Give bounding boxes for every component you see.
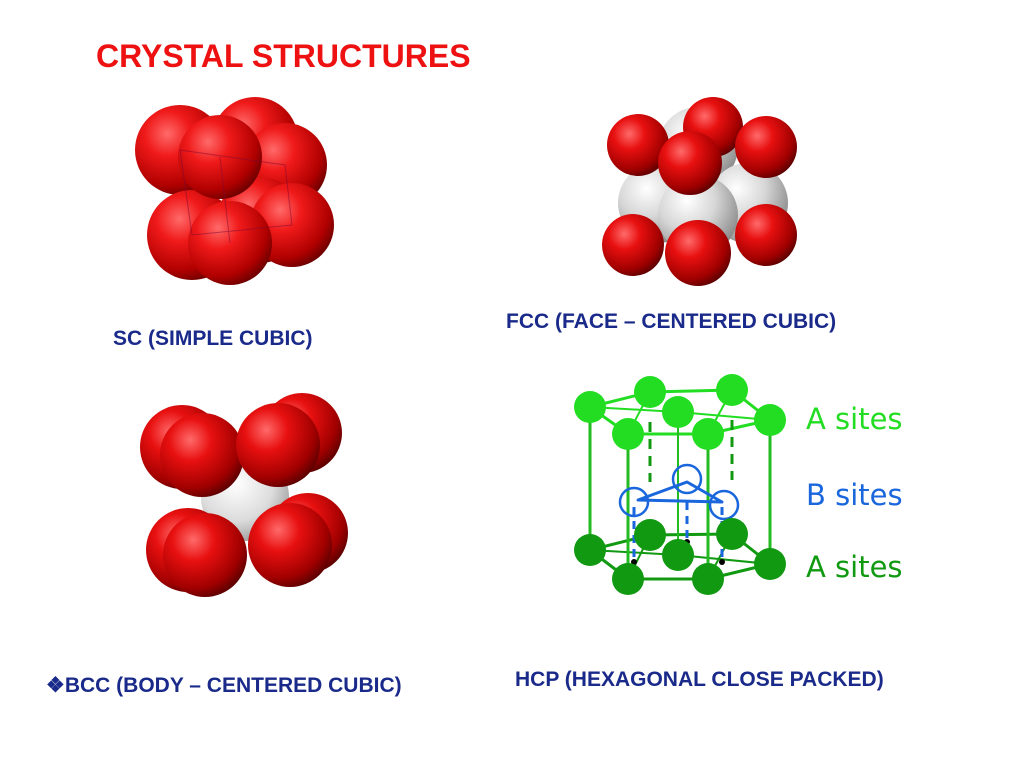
bcc-caption: ❖BCC (BODY – CENTERED CUBIC) — [46, 673, 402, 698]
fcc-corner-atom — [607, 114, 669, 176]
hcp-a-site-atom — [574, 391, 606, 423]
hcp-a-site-atom — [754, 548, 786, 580]
hcp-diagram — [574, 374, 786, 595]
hcp-a-site-atom — [754, 404, 786, 436]
fcc-corner-atom — [735, 204, 797, 266]
hcp-a-site-atom — [634, 376, 666, 408]
fcc-corner-atom — [658, 131, 722, 195]
bcc-corner-atom — [160, 413, 244, 497]
hcp-a-site-atom — [716, 518, 748, 550]
bcc-corner-atom — [248, 503, 332, 587]
hcp-label-b-sites: B sites — [806, 478, 903, 512]
hcp-b-site-atom — [671, 463, 703, 495]
hcp-a-site-atom — [634, 519, 666, 551]
hcp-a-site-atom — [716, 374, 748, 406]
hcp-b-site-atom — [708, 489, 740, 521]
sc-caption: SC (SIMPLE CUBIC) — [113, 327, 313, 350]
hcp-a-site-atom — [692, 563, 724, 595]
hcp-b-site-atom — [618, 486, 650, 518]
hcp-caption: HCP (HEXAGONAL CLOSE PACKED) — [515, 668, 884, 691]
bcc-model-illustration — [140, 393, 348, 597]
bcc-corner-atom — [163, 513, 247, 597]
bullet-icon: ❖ — [46, 674, 65, 697]
sc-model-illustration — [135, 97, 334, 285]
page-title: CRYSTAL STRUCTURES — [96, 38, 471, 74]
hcp-label-a-sites-bottom: A sites — [806, 550, 903, 584]
fcc-corner-atom — [735, 116, 797, 178]
hcp-label-a-sites-top: A sites — [806, 402, 903, 436]
hcp-a-site-atom — [574, 534, 606, 566]
hcp-a-site-atom — [612, 418, 644, 450]
bcc-corner-atom — [236, 403, 320, 487]
fcc-model-illustration — [602, 97, 797, 286]
bcc-caption-text: BCC (BODY – CENTERED CUBIC) — [64, 674, 402, 697]
hcp-a-site-atom — [692, 418, 724, 450]
fcc-caption: FCC (FACE – CENTERED CUBIC) — [506, 310, 837, 333]
fcc-corner-atom — [665, 220, 731, 286]
hcp-a-site-atom — [662, 539, 694, 571]
hcp-a-site-atom — [612, 563, 644, 595]
hcp-a-site-atom — [662, 396, 694, 428]
fcc-corner-atom — [602, 214, 664, 276]
